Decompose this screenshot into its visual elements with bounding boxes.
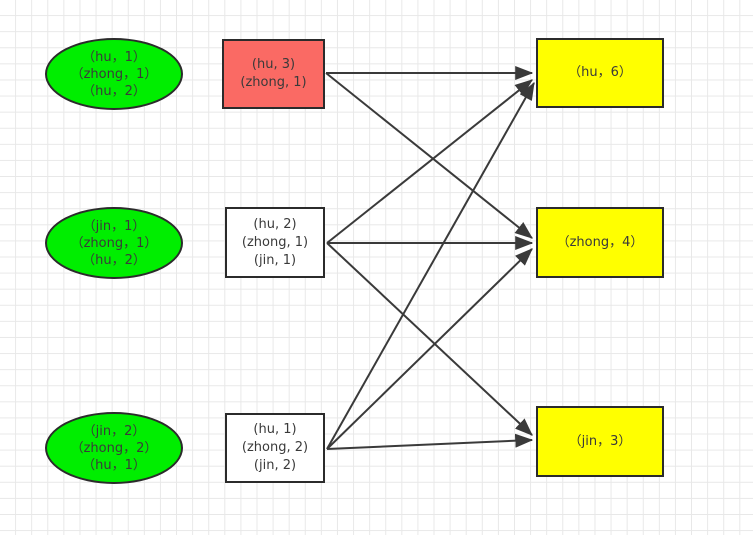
edge-map-3-to-red-hu: [326, 81, 535, 450]
node-line: (zhong, 2): [241, 440, 309, 455]
node-line: (jin, 1): [253, 252, 297, 268]
node-line: （zhong，2）: [70, 440, 158, 456]
edge-map-3-to-red-jin: [326, 433, 534, 450]
node-line: (jin, 2): [253, 458, 297, 473]
edge-map-1-to-red-zhong: [325, 72, 533, 239]
edge-map-3-to-red-zhong: [326, 248, 533, 450]
node-mapper-2[interactable]: (hu, 2) (zhong, 1) (jin, 1): [225, 207, 325, 278]
node-input-3[interactable]: （jin，2） （zhong，2） （hu，1）: [45, 412, 183, 484]
node-mapper-1[interactable]: (hu, 3) (zhong, 1): [222, 39, 325, 109]
node-line: （jin，2）: [82, 423, 146, 439]
node-line: （hu，1）: [82, 49, 146, 65]
edges-group: [325, 66, 535, 450]
node-input-1[interactable]: （hu，1） （zhong，1） （hu，2）: [45, 38, 183, 110]
node-line: （jin，1）: [82, 218, 146, 234]
node-input-2[interactable]: （jin，1） （zhong，1） （hu，2）: [45, 207, 183, 279]
node-line: (hu, 3): [251, 57, 296, 72]
node-line: （hu，6）: [568, 65, 632, 80]
node-line: （jin，3）: [568, 433, 632, 449]
node-line: （hu，2）: [82, 83, 146, 99]
node-reducer-hu[interactable]: （hu，6）: [536, 38, 664, 108]
node-line: (zhong, 1): [241, 234, 309, 250]
node-reducer-zhong[interactable]: （zhong，4）: [536, 207, 664, 278]
node-line: （zhong，1）: [70, 66, 158, 82]
node-line: （hu，2）: [82, 252, 146, 268]
edge-map-2-to-red-hu: [326, 79, 533, 244]
node-reducer-jin[interactable]: （jin，3）: [536, 406, 664, 477]
node-mapper-3[interactable]: (hu, 1) (zhong, 2) (jin, 2): [225, 413, 325, 483]
node-line: （zhong，1）: [70, 235, 158, 251]
node-line: （hu，1）: [82, 457, 146, 473]
node-line: (hu, 2): [253, 216, 297, 232]
node-line: (zhong, 1): [240, 75, 307, 90]
node-line: (hu, 1): [253, 422, 297, 437]
edge-map-2-to-red-jin: [326, 242, 533, 436]
node-line: （zhong，4）: [556, 234, 644, 250]
